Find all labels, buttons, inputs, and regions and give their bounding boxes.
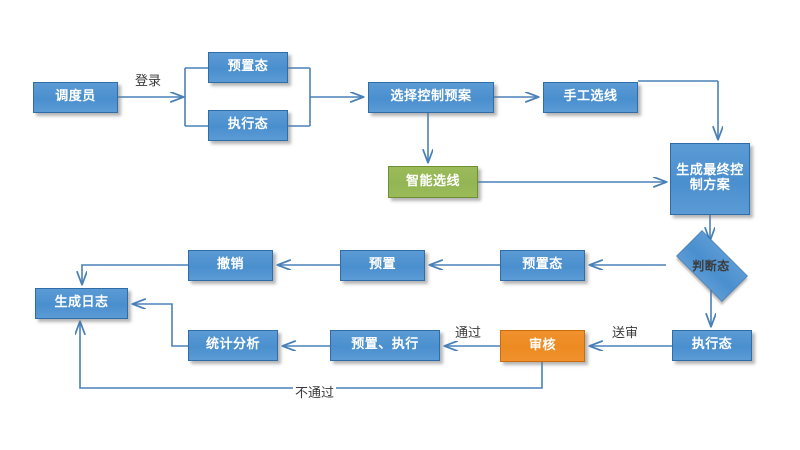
node-judge-state[interactable]: 判断态 — [666, 230, 756, 302]
node-revoke[interactable]: 撤销 — [188, 250, 273, 281]
node-exec-state-1-label: 执行态 — [227, 117, 269, 133]
node-preset-exec-label: 预置、执行 — [351, 337, 419, 353]
edge-stat-genlog — [133, 304, 188, 347]
edge-label-not-pass: 不通过 — [293, 382, 337, 401]
node-preset-state-2[interactable]: 预置态 — [500, 250, 585, 281]
node-preset-state-1[interactable]: 预置态 — [208, 52, 288, 83]
node-preset-label: 预置 — [368, 257, 396, 273]
node-review-label: 审核 — [528, 337, 556, 353]
node-judge-state-label: 判断态 — [692, 258, 730, 273]
node-dispatcher-label: 调度员 — [55, 89, 96, 105]
node-review[interactable]: 审核 — [500, 330, 585, 362]
node-final-plan[interactable]: 生成最终控制方案 — [670, 143, 750, 215]
node-smart-line[interactable]: 智能选线 — [388, 166, 478, 198]
node-stat-analysis[interactable]: 统计分析 — [188, 330, 278, 361]
node-exec-state-2[interactable]: 执行态 — [672, 330, 752, 361]
node-dispatcher[interactable]: 调度员 — [33, 82, 118, 113]
node-manual-line-label: 手工选线 — [563, 89, 618, 105]
node-preset[interactable]: 预置 — [340, 250, 425, 281]
edge-label-login: 登录 — [133, 70, 164, 89]
node-revoke-label: 撤销 — [216, 257, 244, 273]
node-final-plan-label: 生成最终控制方案 — [676, 163, 744, 193]
node-preset-state-1-label: 预置态 — [227, 59, 269, 75]
node-exec-state-1[interactable]: 执行态 — [208, 110, 288, 141]
node-gen-log-label: 生成日志 — [54, 295, 109, 311]
node-manual-line[interactable]: 手工选线 — [543, 82, 638, 113]
node-smart-line-label: 智能选线 — [405, 173, 460, 189]
node-gen-log[interactable]: 生成日志 — [35, 288, 128, 319]
edge-label-submit: 送审 — [610, 322, 641, 341]
node-select-plan-label: 选择控制预案 — [390, 89, 472, 105]
node-stat-analysis-label: 统计分析 — [205, 337, 260, 353]
node-preset-exec[interactable]: 预置、执行 — [330, 330, 440, 361]
edge-revoke-genlog — [82, 264, 188, 284]
node-select-plan[interactable]: 选择控制预案 — [368, 82, 494, 113]
edge-label-pass: 通过 — [453, 322, 484, 341]
node-preset-state-2-label: 预置态 — [522, 257, 563, 273]
node-exec-state-2-label: 执行态 — [691, 337, 733, 353]
